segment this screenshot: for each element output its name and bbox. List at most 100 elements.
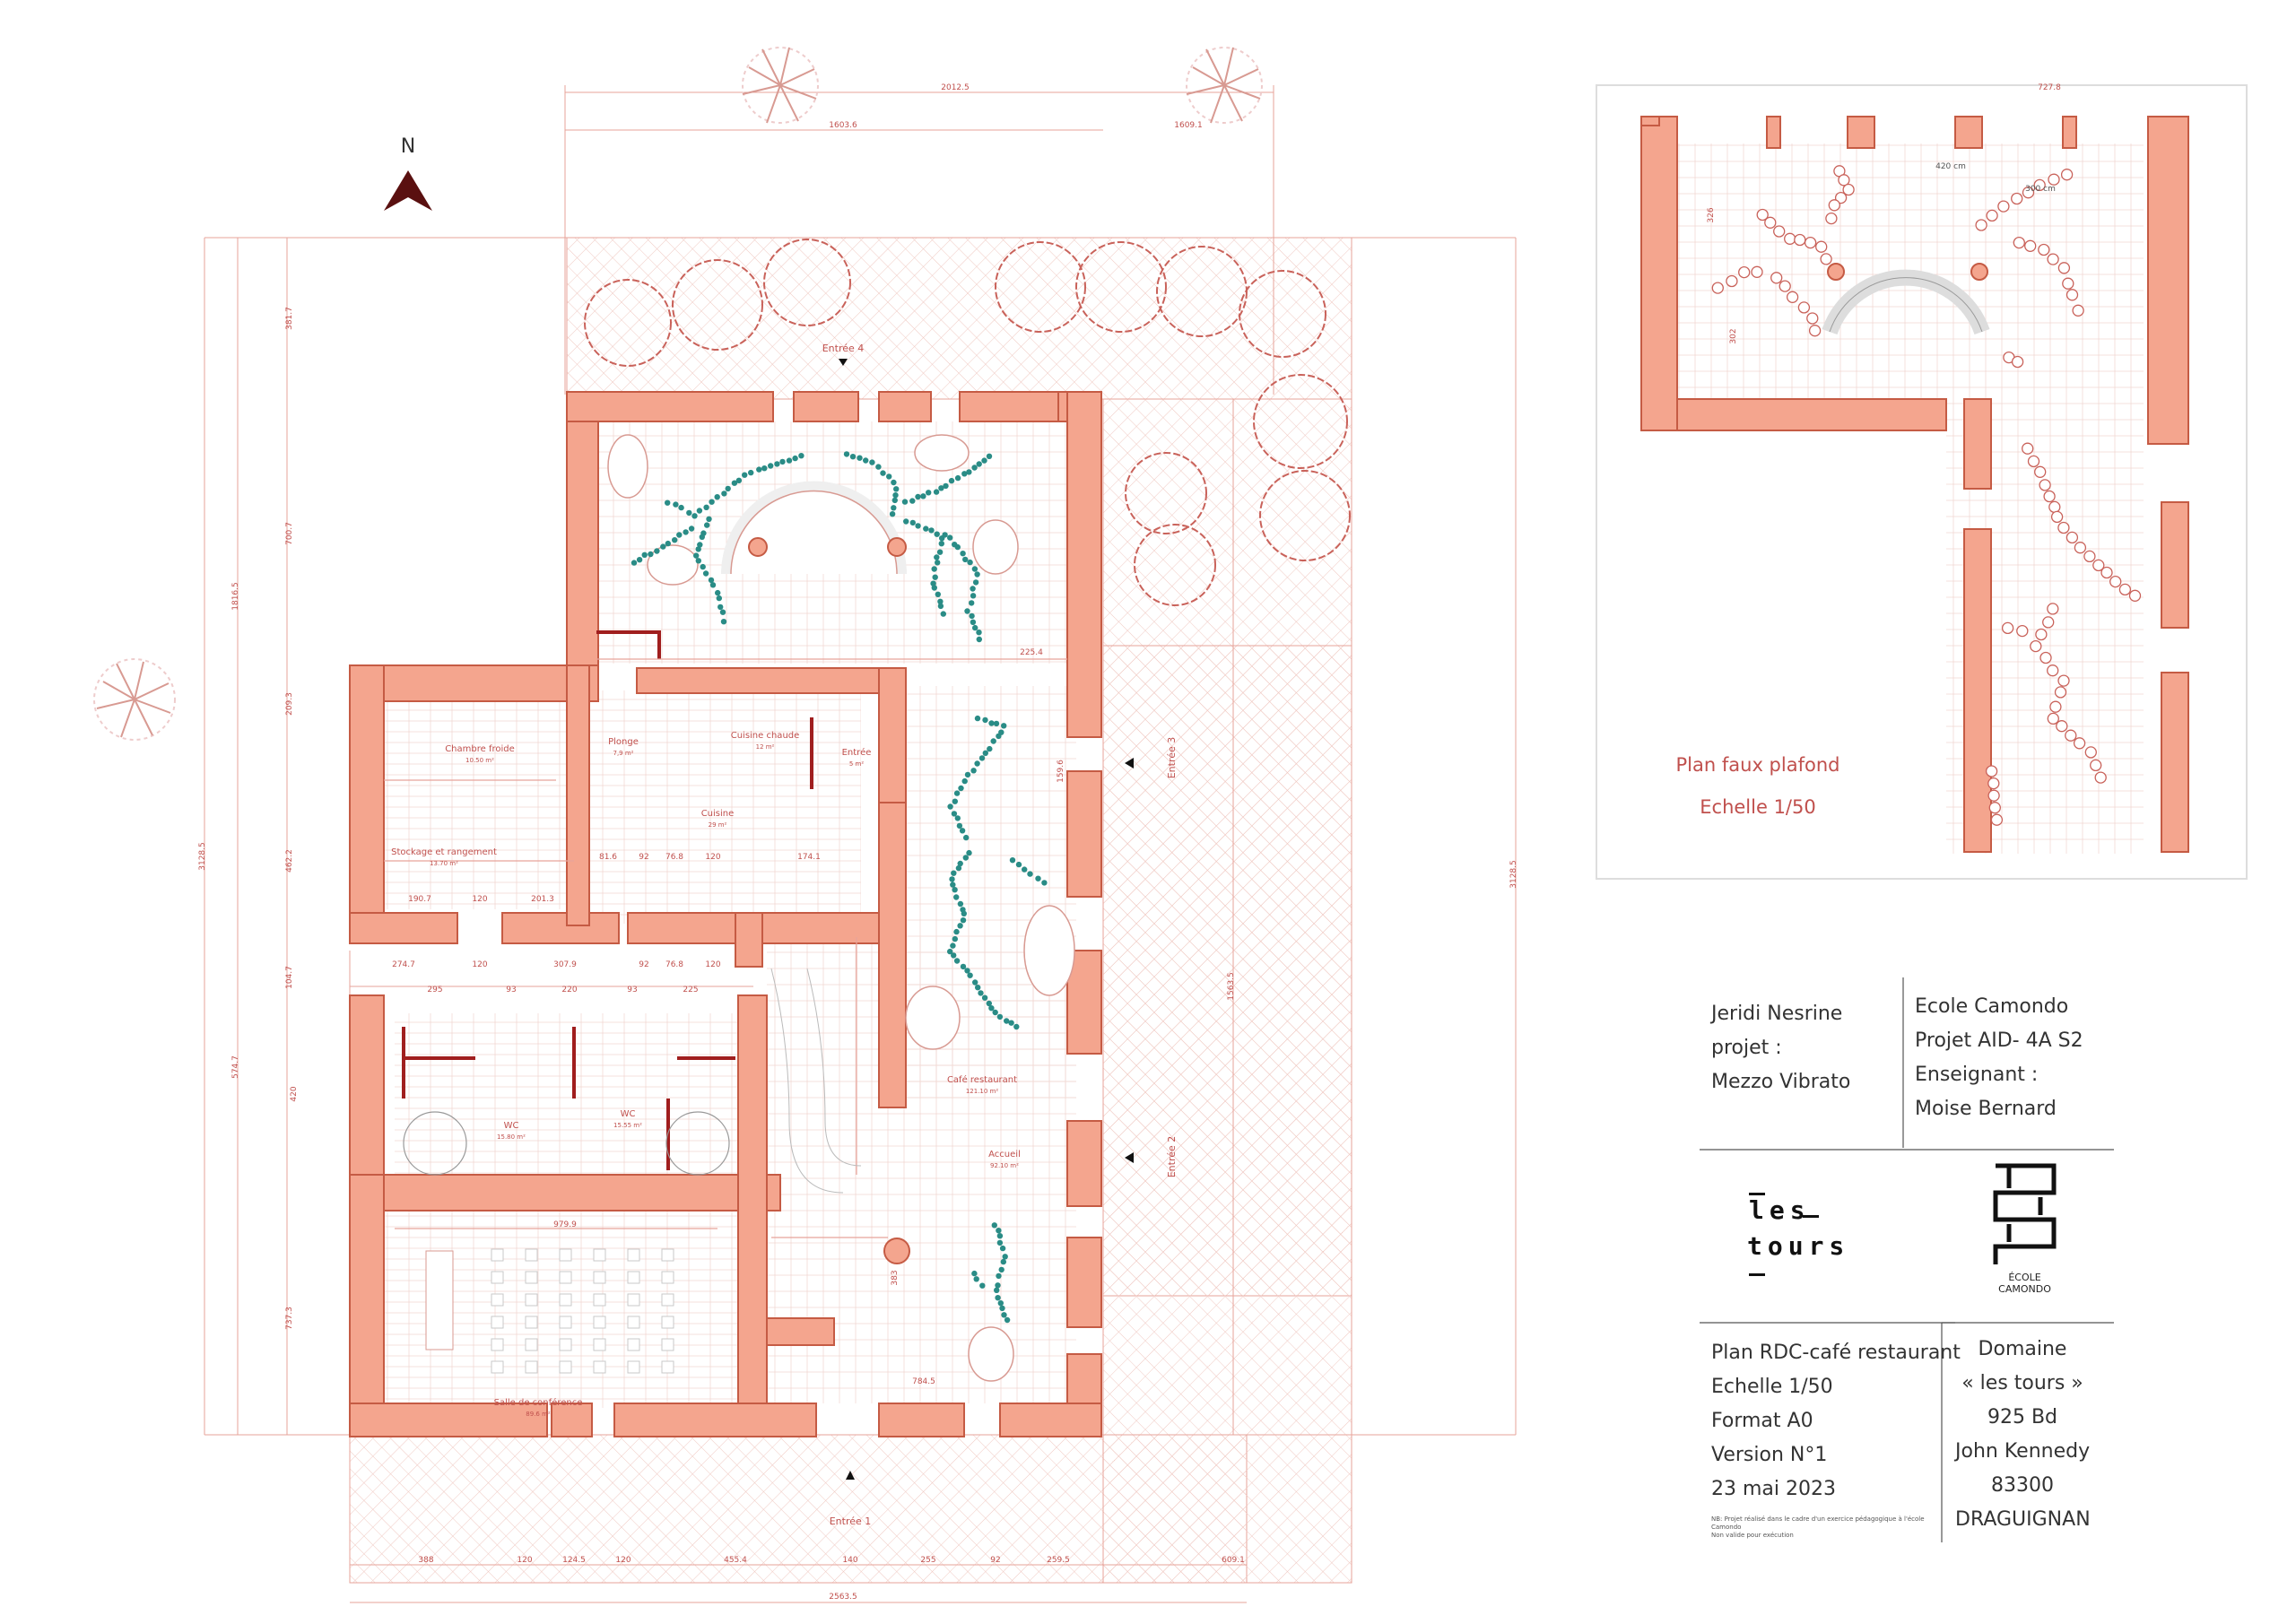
pendant-dot <box>726 486 731 491</box>
ceiling-ring <box>2067 290 2078 300</box>
ceiling-ring <box>2063 278 2074 289</box>
room-area: 89.6 m² <box>526 1411 551 1418</box>
logo-tours: tours <box>1747 1229 1849 1264</box>
pendant-dot <box>964 608 970 613</box>
dimension-text: 420 <box>290 1086 299 1101</box>
ceiling-ring <box>2044 491 2055 502</box>
ceiling-ring <box>1829 200 1839 211</box>
ceiling-ring <box>2048 665 2058 676</box>
ceiling-ring <box>2049 501 2060 512</box>
pendant-dot <box>1016 862 1022 867</box>
pendant-dot <box>683 529 688 534</box>
pendant-dot <box>774 461 779 466</box>
pendant-dot <box>953 894 959 899</box>
dimension-text: 124.5 <box>562 1556 586 1565</box>
pendant-dot <box>966 850 971 855</box>
ceiling-ring <box>1726 276 1737 287</box>
pendant-dot <box>987 454 992 459</box>
pendant-dot <box>955 815 961 821</box>
pendant-dot <box>960 828 965 833</box>
pendant-dot <box>971 465 977 470</box>
pendant-dot <box>648 551 653 557</box>
ceiling-ring <box>1795 235 1805 246</box>
pendant-dot <box>998 1300 1004 1306</box>
dimension-text: 609.1 <box>1222 1556 1245 1565</box>
chair <box>662 1316 674 1328</box>
pendant-dot <box>996 1273 1001 1279</box>
project-label: projet : <box>1711 1031 1850 1065</box>
pendant-dot <box>982 995 987 1001</box>
ceiling-ring <box>2095 772 2106 783</box>
pendant-dot <box>997 1240 1003 1246</box>
ceiling-ring <box>2039 245 2049 256</box>
ceiling-ring <box>1739 267 1750 278</box>
ceiling-ring <box>2066 730 2076 741</box>
dimension-text: 574.7 <box>231 1055 240 1079</box>
conference-tables <box>426 1251 453 1350</box>
pendant-dot <box>967 973 972 978</box>
room-name: Chambre froide <box>445 744 515 754</box>
entry-1-label: Entrée 1 <box>830 1515 872 1527</box>
pendant-dot <box>974 1276 979 1281</box>
dimension-text: 93 <box>627 986 637 994</box>
ceiling-ring <box>1810 326 1821 336</box>
pendant-dot <box>977 637 982 642</box>
pendant-dot <box>953 929 959 934</box>
pendant-dot <box>969 600 974 605</box>
pendant-dot <box>954 790 960 795</box>
pendant-dot <box>994 721 999 726</box>
pendant-dot <box>890 511 895 517</box>
pendant-dot <box>970 768 976 773</box>
pendant-dot <box>798 453 804 458</box>
room-area: 29 m² <box>709 821 727 829</box>
ceiling-ring <box>2058 675 2069 686</box>
plan-format: Format A0 <box>1711 1404 1961 1438</box>
cartouche-plan-info: Plan RDC-café restaurant Echelle 1/50 Fo… <box>1711 1336 1961 1507</box>
chair <box>662 1339 674 1350</box>
dimension-text: 388 <box>418 1556 433 1565</box>
pendant-dot <box>974 571 979 577</box>
dimension-text: 174.1 <box>797 853 821 862</box>
ceiling-ring <box>1998 201 2009 212</box>
dimension-text: 120 <box>472 895 487 904</box>
ceiling-ring <box>1712 282 1723 293</box>
pendant-dot <box>970 586 975 591</box>
pendant-dot <box>1000 1246 1005 1251</box>
chair <box>526 1339 537 1350</box>
ceiling-ring <box>1816 241 1827 252</box>
pendant-dot <box>710 582 716 587</box>
pendant-dot <box>863 457 868 463</box>
room-name: Stockage et rangement <box>391 847 497 857</box>
chair <box>526 1249 537 1261</box>
dimension-text: 159.6 <box>1057 760 1065 783</box>
pendant-dot <box>973 579 978 585</box>
pendant-dot <box>703 505 709 510</box>
pendant-dot <box>1001 723 1006 728</box>
pendant-dot <box>696 558 701 563</box>
camondo-logo-text: ÉCOLE CAMONDO <box>1987 1272 2063 1295</box>
pendant-dot <box>902 499 908 504</box>
ceiling-ring <box>2091 760 2101 770</box>
pendant-dot <box>891 505 896 510</box>
entry-3-label: Entrée 3 <box>1166 737 1178 779</box>
pendant-dot <box>932 585 937 590</box>
room-area: 5 m² <box>849 760 864 768</box>
cartouche-note: NB: Projet réalisé dans le cadre d'un ex… <box>1711 1515 1940 1540</box>
chair <box>594 1361 605 1373</box>
pendant-dot <box>961 917 966 923</box>
chair <box>560 1361 571 1373</box>
ceiling-ring <box>2085 747 2096 758</box>
pendant-dot <box>958 786 963 791</box>
pendant-dot <box>779 459 785 465</box>
ceiling-ring <box>2074 738 2085 749</box>
pendant-dot <box>969 613 974 619</box>
pendant-dot <box>955 544 961 550</box>
chair <box>594 1339 605 1350</box>
pendant-dot <box>756 466 761 472</box>
dimension-text: 274.7 <box>392 960 415 969</box>
pendant-dot <box>886 473 891 479</box>
pendant-dot <box>975 985 980 990</box>
ceiling-ring <box>1988 778 1999 789</box>
pendant-dot <box>869 459 874 465</box>
pendant-dot <box>958 901 963 907</box>
